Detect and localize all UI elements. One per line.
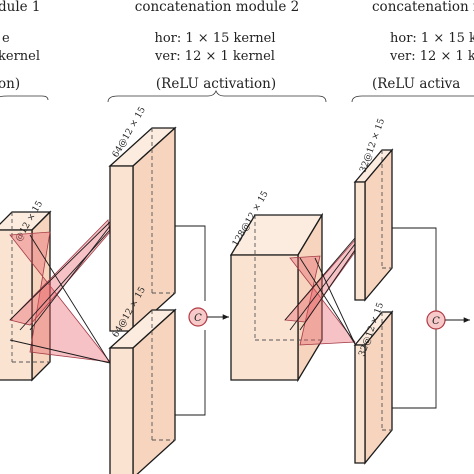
module-3-top-connector: [392, 227, 437, 311]
module-2-top-connector: [175, 225, 206, 301]
concat-node-2: C: [426, 310, 446, 330]
module-2-bottom-connector: [175, 330, 206, 416]
module-3-top-block: 32@12 × 15: [353, 117, 394, 302]
module-2-kernel-hor: hor: 1 × 15 kernel: [154, 31, 275, 46]
module-1-kernel-ver: kernel: [0, 49, 40, 64]
module-1-title: dule 1: [0, 0, 41, 15]
module-3-bottom-connector: [392, 329, 437, 409]
concat-node-1: C: [188, 307, 208, 327]
module-3-title: concatenation m: [372, 0, 474, 15]
middle-block: 128@12 × 15: [229, 189, 324, 383]
input-cone-bottom: [9, 231, 111, 363]
module-2-activation: (ReLU activation): [156, 76, 276, 92]
module-3-bottom-block: 32@12 × 15: [353, 301, 394, 465]
module-2-brace: [107, 89, 327, 103]
module-3-brace: [351, 95, 474, 103]
module-2-kernel-ver: ver: 12 × 1 kernel: [154, 49, 275, 64]
module-1-brace: [0, 95, 49, 101]
module-3-activation: (ReLU activa: [372, 76, 460, 92]
middle-cone-bottom: [289, 255, 356, 346]
module-3-kernel-hor: hor: 1 × 15 k: [390, 31, 474, 46]
module-1-kernel-hor: e: [2, 31, 10, 46]
module-3-kernel-ver: ver: 12 × 1 k: [389, 49, 474, 64]
module-2-title: concatenation module 2: [135, 0, 299, 15]
module-2-top-block: 64@12 × 15: [108, 105, 177, 333]
concat-symbol-1: C: [194, 313, 202, 324]
concat-symbol-2: C: [432, 316, 440, 327]
input-block: @12 × 15: [0, 199, 52, 382]
module-1-activation: on): [0, 76, 20, 92]
